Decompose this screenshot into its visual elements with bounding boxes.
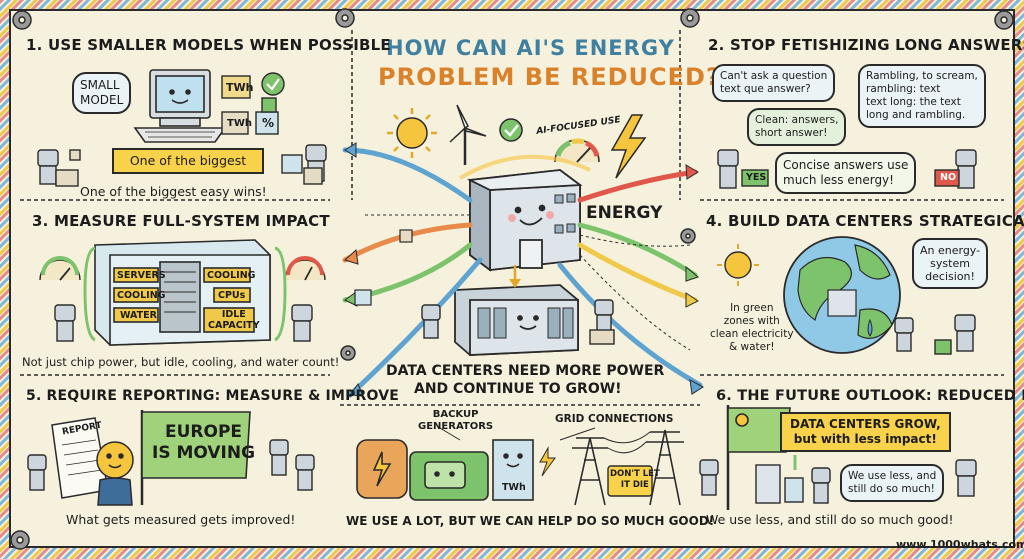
section-3-caption: Not just chip power, but idle, cooling, … <box>22 355 340 369</box>
concise-bubble: Concise answers use much less energy! <box>775 152 917 194</box>
section-6-heading: 6. THE FUTURE OUTLOOK: REDUCED IMPACT <box>716 388 1024 404</box>
growth-line-2: AND CONTINUE TO GROW! <box>414 381 622 397</box>
energy-label: ENERGY <box>586 203 663 223</box>
grid-connections-label: GRID CONNECTIONS <box>555 413 674 425</box>
rack-label-idle: IDLE CAPACITY <box>208 309 260 331</box>
twh-label: TWh <box>226 81 254 94</box>
yes-label: YES <box>746 172 767 183</box>
dont-let-sign <box>607 465 653 497</box>
yes-sign <box>741 169 769 187</box>
percent-label: % <box>262 116 275 130</box>
dont-let-label: DON'T LET IT DIE <box>610 469 660 490</box>
energy-decision-bubble: An energy- system decision! <box>912 238 989 289</box>
report-document <box>51 417 134 506</box>
rack-label-cooling-2: COOLING <box>207 270 256 281</box>
use-less-bubble: We use less, and still do so much! <box>840 464 945 502</box>
section-3-heading: 3. MEASURE FULL-SYSTEM IMPACT <box>32 212 330 230</box>
section-4-heading: 4. BUILD DATA CENTERS STRATEGICALLY <box>706 212 1024 230</box>
rack-label-water: WATER <box>120 310 157 321</box>
robot-icon <box>54 304 313 342</box>
europe-flag-text: EUROPE IS MOVING <box>152 422 256 463</box>
rambling-bubble: Rambling, to scream, rambling: text text… <box>858 64 986 128</box>
gauge-icon <box>554 138 600 163</box>
growth-line-1: DATA CENTERS NEED MORE POWER <box>386 363 665 379</box>
power-cabinet <box>492 439 534 501</box>
lightning-icon <box>539 446 556 477</box>
robot-icon <box>27 439 315 491</box>
short-answer-bubble: Clean: answers, short answer! <box>747 108 847 146</box>
percent-cube-icon <box>354 229 413 306</box>
globe-icon <box>783 236 901 354</box>
twh-label-2: TWh <box>227 118 252 129</box>
sun-icon <box>387 108 437 158</box>
title-line-2: PROBLEM BE REDUCED? <box>378 63 721 91</box>
gauge-icon <box>39 256 326 281</box>
backup-generators-label: BACKUP GENERATORS <box>418 409 494 432</box>
rack-label-servers: SERVERS <box>117 270 166 281</box>
section-2-heading: 2. STOP FETISHIZING LONG ANSWERS <box>708 36 1024 54</box>
sun-icon <box>717 244 759 286</box>
section-6-banner: DATA CENTERS GROW, but with less impact! <box>780 412 951 452</box>
robot-icon <box>699 459 977 504</box>
robot-icon <box>717 149 977 189</box>
wind-turbine-icon <box>449 104 487 165</box>
lower-data-center <box>454 284 579 356</box>
no-sign <box>934 169 960 187</box>
eu-flag <box>140 410 251 505</box>
computer-icon <box>133 69 227 143</box>
check-icon <box>499 118 523 142</box>
robot-icon <box>894 314 976 355</box>
no-label: NO <box>940 172 957 183</box>
section-1-caption: One of the biggest easy wins! <box>80 184 267 199</box>
question-bubble: Can't ask a question text que answer? <box>712 64 836 102</box>
center-twh-label: TWh <box>502 482 526 493</box>
mini-data-centers <box>755 464 804 504</box>
twh-blocks <box>221 72 285 135</box>
server-rack <box>94 239 271 346</box>
section-6-caption: We use less, and still do so much good! <box>706 512 954 527</box>
rack-label-cooling: COOLING <box>117 290 166 301</box>
gear-icon <box>10 8 1014 550</box>
generator <box>409 451 489 501</box>
green-zones-text: In green zones with clean electricity & … <box>710 302 794 353</box>
title-line-1: HOW CAN AI'S ENERGY <box>386 36 675 60</box>
green-flag <box>726 405 791 510</box>
center-caption: WE USE A LOT, BUT WE CAN HELP DO SO MUCH… <box>346 514 715 528</box>
section-1-heading: 1. USE SMALLER MODELS WHEN POSSIBLE <box>26 36 391 54</box>
robot-icon <box>421 299 615 345</box>
rack-label-cpus: CPUs <box>218 290 246 301</box>
power-tower-icon <box>572 429 684 506</box>
data-center-building <box>466 169 583 272</box>
footer-url[interactable]: www.1000whats.com <box>896 538 1024 551</box>
section-5-caption: What gets measured gets improved! <box>66 512 296 527</box>
small-model-bubble: SMALL MODEL <box>72 72 132 114</box>
lightning-icon <box>610 114 647 179</box>
section-1-banner: One of the biggest <box>112 148 264 174</box>
generator-tank <box>356 439 408 499</box>
robot-icon <box>37 144 327 187</box>
section-5-heading: 5. REQUIRE REPORTING: MEASURE & IMPROVE <box>26 388 400 404</box>
